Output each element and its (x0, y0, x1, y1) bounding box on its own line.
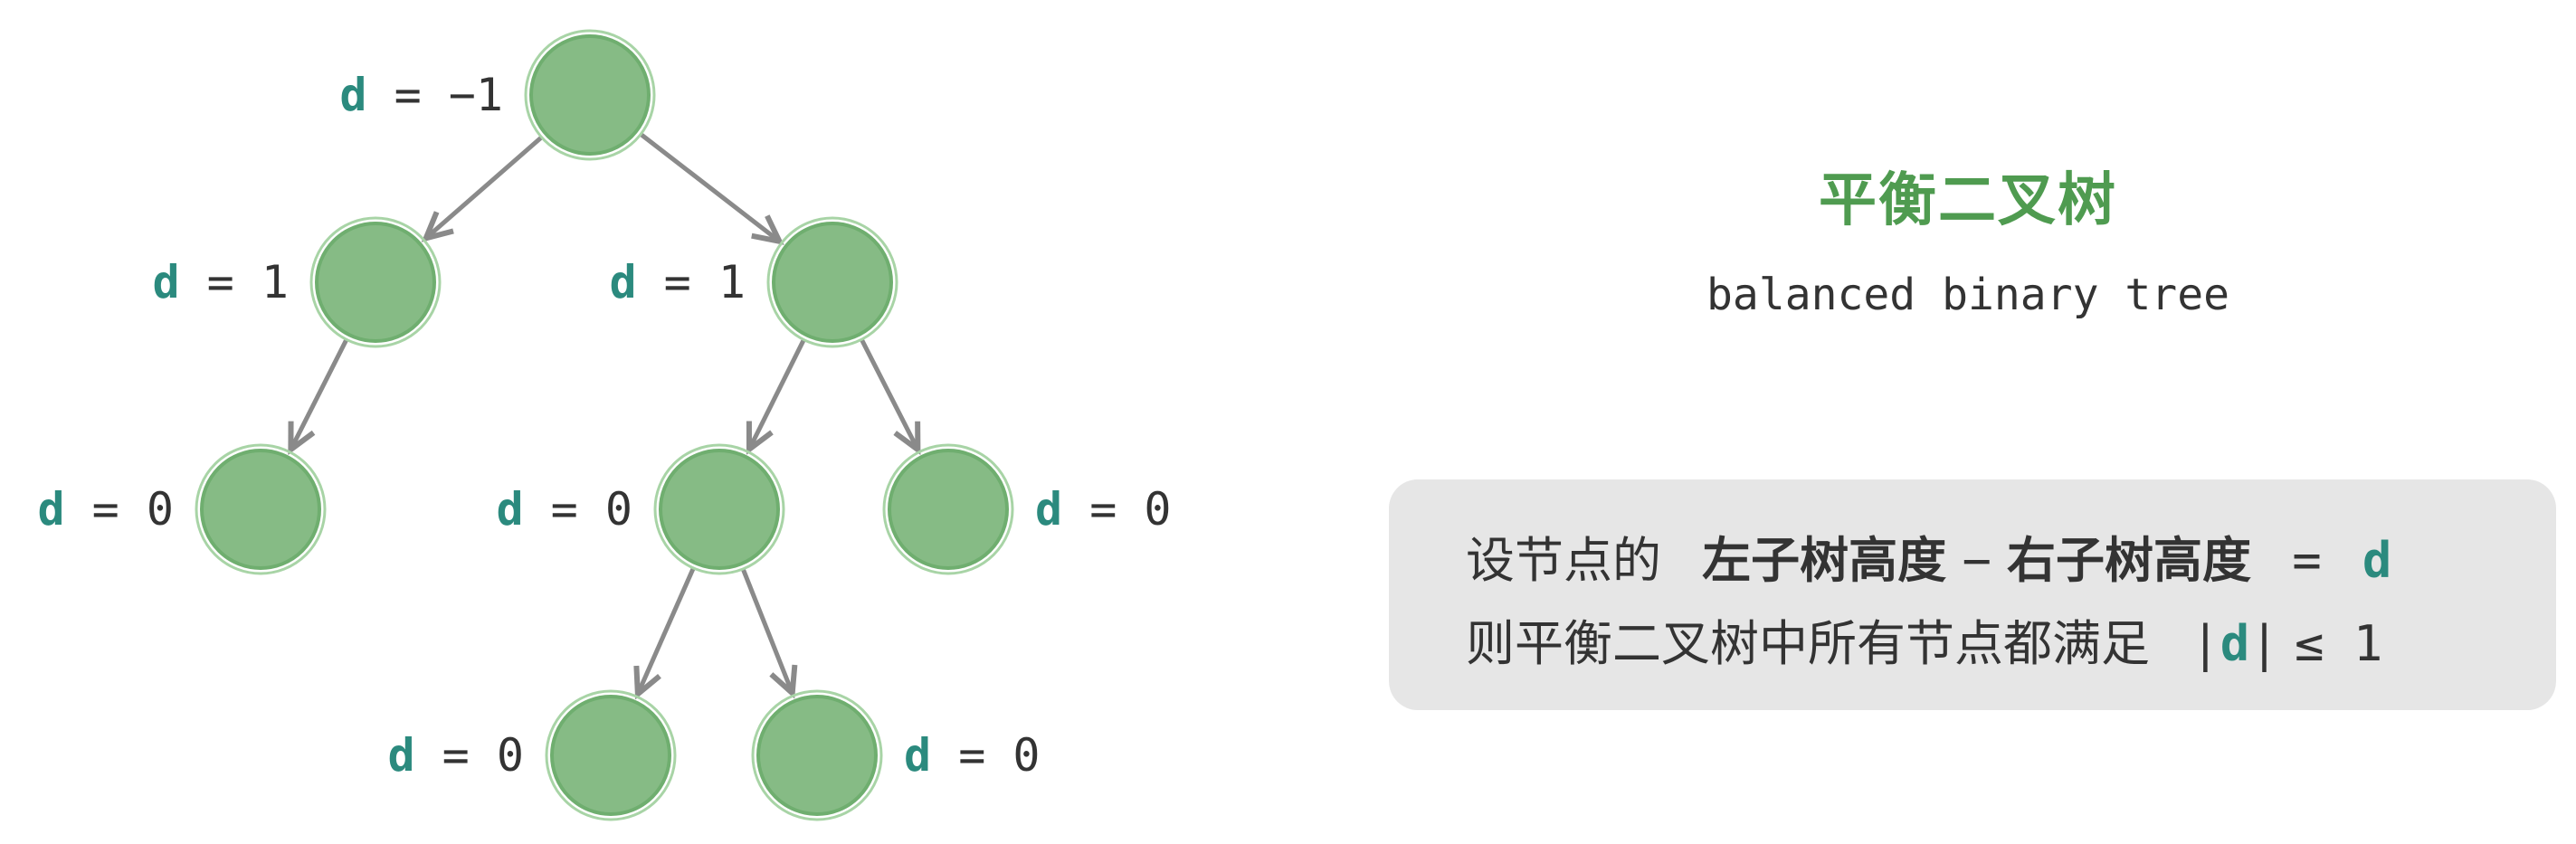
balance-label-value: = 0 (415, 729, 524, 782)
minus-sign: − (1962, 532, 1991, 589)
node-ring (653, 443, 785, 575)
balance-label-value: = 0 (931, 729, 1040, 782)
balance-label-value: = −1 (366, 69, 503, 121)
abs-bar-close: | (2249, 615, 2279, 672)
line2-prefix: 则平衡二叉树中所有节点都满足 (1466, 615, 2150, 672)
definition-box: 设节点的 左子树高度 − 右子树高度 = d 则平衡二叉树中所有节点都满足 |d… (1389, 479, 2556, 710)
node-circle (888, 449, 1009, 570)
balance-label-var: d (152, 256, 179, 308)
node-ring (524, 29, 656, 161)
balance-label-rlr: d = 0 (904, 729, 1041, 782)
balance-label-value: = 0 (65, 483, 174, 536)
node-ring (195, 443, 327, 575)
node-ring (766, 216, 898, 348)
abs-var: d (2220, 615, 2250, 672)
title-english: balanced binary tree (1706, 270, 2229, 320)
tree-node-root (524, 29, 656, 161)
balance-label-var: d (609, 256, 636, 308)
line1-prefix: 设节点的 (1466, 532, 1661, 589)
balance-label-rl: d = 0 (496, 483, 632, 536)
balance-label-l: d = 1 (152, 256, 289, 308)
node-circle (756, 695, 878, 816)
tree-nodes (195, 29, 1014, 821)
balance-label-var: d (904, 729, 931, 782)
equals-sign: = (2292, 532, 2322, 589)
tree-node-rl (653, 443, 785, 575)
definition-line-2: 则平衡二叉树中所有节点都满足 |d| ≤ 1 (1466, 602, 2556, 686)
title-chinese: 平衡二叉树 (1819, 167, 2117, 234)
node-circle (315, 222, 436, 343)
node-ring (309, 216, 442, 348)
balance-label-root: d = −1 (339, 69, 503, 121)
balance-label-value: = 0 (1062, 483, 1171, 536)
node-ring (751, 689, 883, 821)
tree-node-rll (545, 689, 677, 821)
balance-factor-var: d (2362, 532, 2392, 589)
balance-label-rr: d = 0 (1035, 483, 1172, 536)
balance-label-value: = 1 (637, 256, 746, 308)
edge-r-rl (746, 339, 806, 455)
definition-line-1: 设节点的 左子树高度 − 右子树高度 = d (1466, 519, 2556, 602)
balance-label-var: d (37, 483, 64, 536)
tree-node-r (766, 216, 898, 348)
edge-root-r (640, 133, 784, 245)
edge-l-ll (288, 339, 348, 455)
node-circle (200, 449, 321, 570)
node-circle (529, 34, 651, 156)
node-circle (772, 222, 893, 343)
node-ring (545, 689, 677, 821)
node-circle (659, 449, 780, 570)
tree-edges (288, 133, 921, 700)
node-circle (550, 695, 671, 816)
tree-node-l (309, 216, 442, 348)
right-subtree-height: 右子树高度 (2007, 532, 2252, 589)
balance-label-var: d (339, 69, 366, 121)
title-block: 平衡二叉树 balanced binary tree (1538, 154, 2398, 320)
tree-node-rr (882, 443, 1014, 575)
balance-label-ll: d = 0 (37, 483, 174, 536)
balance-label-rll: d = 0 (387, 729, 524, 782)
balance-label-var: d (496, 483, 523, 536)
balance-label-value: = 1 (180, 256, 289, 308)
balance-label-var: d (1035, 483, 1062, 536)
abs-bar-open: | (2191, 615, 2220, 672)
tree-node-rlr (751, 689, 883, 821)
constraint-rest: ≤ 1 (2294, 615, 2383, 672)
edge-r-rr (860, 339, 921, 456)
balance-label-value: = 0 (524, 483, 632, 536)
edge-rl-rlr (741, 568, 798, 699)
edge-root-l (421, 136, 543, 242)
tree-node-ll (195, 443, 327, 575)
edge-rl-rll (633, 567, 696, 700)
node-ring (882, 443, 1014, 575)
left-subtree-height: 左子树高度 (1702, 532, 1947, 589)
balance-label-var: d (387, 729, 414, 782)
balance-label-r: d = 1 (609, 256, 746, 308)
